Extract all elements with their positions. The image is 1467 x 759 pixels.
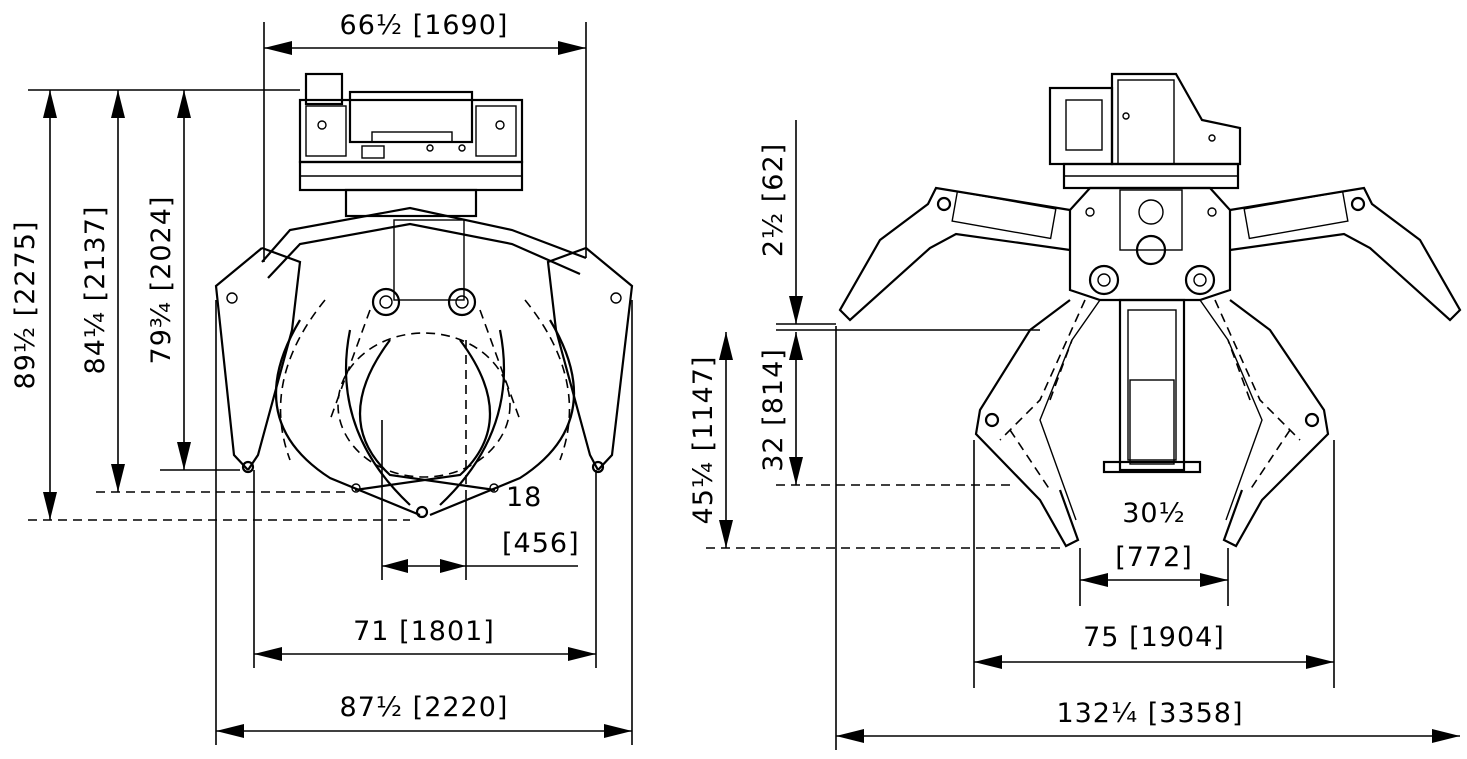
dim-overall-width: 87½ [2220]	[340, 692, 509, 723]
arrowhead	[558, 41, 586, 55]
dim-side-overall-width: 132¼ [3358]	[1056, 698, 1243, 729]
dim-top-width: 66½ [1690]	[340, 10, 509, 41]
arrowhead	[836, 729, 864, 743]
arrowhead	[719, 520, 733, 548]
front-tines	[274, 319, 576, 519]
arrowhead	[111, 464, 125, 492]
side-tines-dashed	[999, 299, 1301, 491]
dim-height-mid: 84¼ [2137]	[80, 206, 111, 375]
arrowhead	[216, 724, 244, 738]
arrowhead	[382, 559, 408, 573]
side-dimensions	[706, 120, 1460, 750]
side-upper-arms	[838, 186, 1462, 322]
arrowhead	[177, 90, 191, 118]
arrowhead	[974, 655, 1002, 669]
arrowhead	[789, 332, 803, 360]
arrowhead	[604, 724, 632, 738]
arrowhead	[440, 559, 466, 573]
arrowhead	[111, 90, 125, 118]
dim-mid-height: 32 [814]	[758, 348, 789, 472]
dim-height-overall: 89½ [2275]	[10, 221, 41, 390]
arrowhead	[789, 296, 803, 324]
arrowhead	[719, 332, 733, 360]
arrowhead	[1080, 573, 1108, 587]
dim-height-inner: 79¾ [2024]	[146, 196, 177, 365]
front-tines-dashed	[279, 299, 571, 500]
dim-tine-gap-in: 18	[506, 482, 542, 513]
front-dimension-labels: 66½ [1690] 89½ [2275] 84¼ [2137] 79¾ [20…	[10, 10, 580, 723]
side-central-body	[1068, 186, 1232, 474]
front-frame	[261, 206, 587, 317]
front-view-grapple	[214, 72, 634, 519]
side-lower-tines	[974, 299, 1330, 548]
arrowhead	[43, 90, 57, 118]
dim-tine-gap-mm: [456]	[502, 528, 580, 559]
dim-full-height: 45¼ [1147]	[688, 356, 719, 525]
arrowhead	[43, 492, 57, 520]
front-rotator-head	[298, 72, 524, 218]
front-dimensions	[28, 22, 633, 745]
arrowhead	[254, 647, 282, 661]
dim-open-width: 75 [1904]	[1083, 622, 1225, 653]
arrowhead	[1432, 729, 1460, 743]
side-dimension-labels: 2½ [62] 32 [814] 45¼ [1147] 30½ [772] 75…	[688, 143, 1243, 729]
arrowhead	[177, 442, 191, 470]
side-view-grapple	[838, 72, 1462, 548]
arrowhead	[1200, 573, 1228, 587]
dim-tip-gap-mm: [772]	[1115, 542, 1193, 573]
arrowhead	[568, 647, 596, 661]
dim-tip-width: 71 [1801]	[353, 616, 495, 647]
dim-top-offset: 2½ [62]	[758, 143, 789, 257]
dim-tip-gap-in: 30½	[1122, 498, 1186, 529]
side-rotator-head	[1048, 72, 1242, 190]
arrowhead	[789, 457, 803, 485]
arrowhead	[264, 41, 292, 55]
arrowhead	[1306, 655, 1334, 669]
